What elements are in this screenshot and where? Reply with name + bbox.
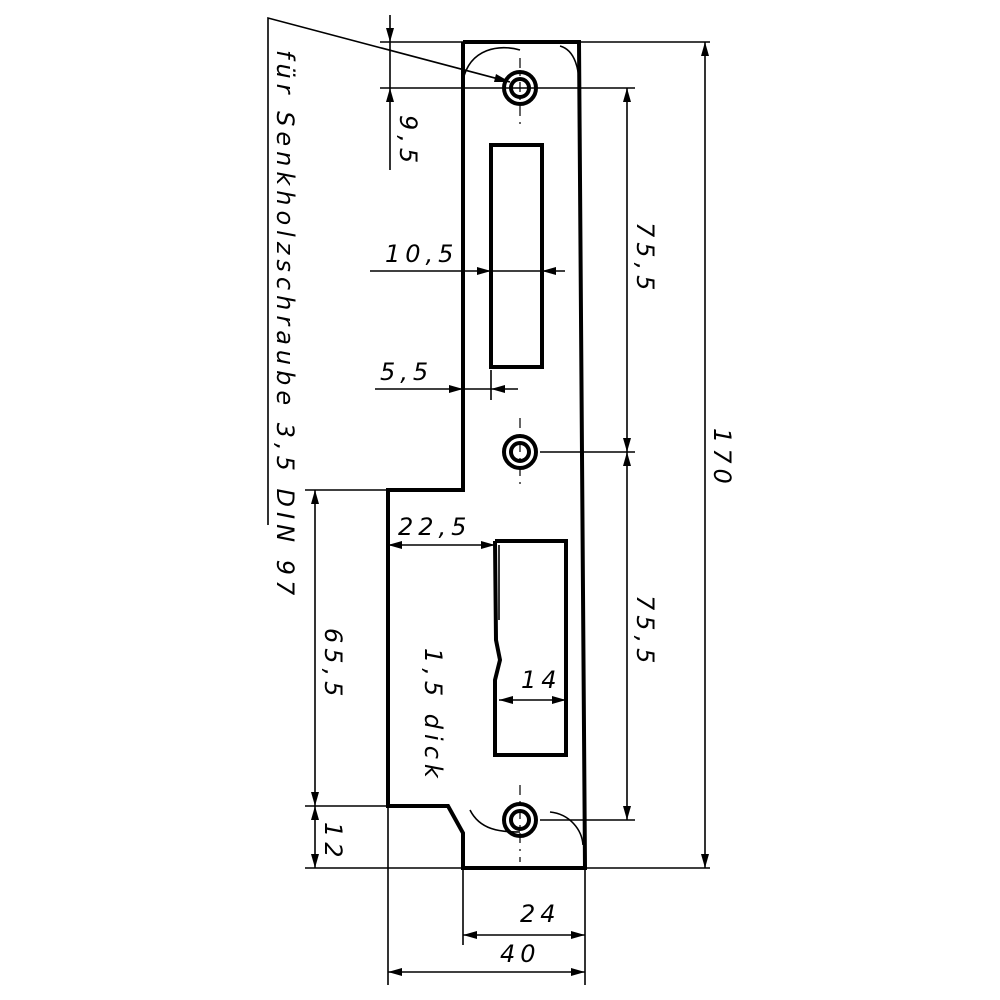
dim-top-offset-label: 9,5 (394, 115, 422, 168)
screw-hole-top (502, 58, 538, 125)
dimension-lines (311, 15, 709, 976)
screw-holes (502, 58, 538, 862)
material-thickness-label: 1,5 dick (419, 648, 447, 783)
dim-latch-depth-label: 14 (521, 666, 562, 694)
top-relief-arc (462, 45, 580, 91)
screw-hole-middle (502, 418, 538, 490)
dim-overall-width-label: 40 (500, 940, 541, 968)
dim-slot-width-label: 5,5 (380, 358, 433, 386)
dim-narrow-width-label: 24 (520, 900, 561, 928)
screw-hole-bottom (502, 785, 538, 862)
labels: für Senkholzschraube 3,5 DIN 97 9,5 10,5… (271, 50, 736, 968)
dim-slot-offset-label: 10,5 (385, 240, 458, 268)
extension-lines (305, 41, 710, 985)
dim-overall-length-label: 170 (708, 428, 736, 489)
dim-bottom-offset-label: 12 (319, 822, 347, 863)
dim-hole-pitch-upper-label: 75,5 (631, 222, 659, 295)
bottom-relief-arc (469, 809, 584, 846)
upper-slot (489, 143, 544, 369)
screw-note-leader (267, 16, 511, 525)
dim-hole-pitch-lower-label: 75,5 (631, 595, 659, 668)
screw-note-label: für Senkholzschraube 3,5 DIN 97 (271, 50, 299, 600)
dim-lower-section-label: 65,5 (319, 628, 347, 701)
latch-opening (493, 539, 568, 757)
dim-latch-offset-label: 22,5 (398, 513, 471, 541)
